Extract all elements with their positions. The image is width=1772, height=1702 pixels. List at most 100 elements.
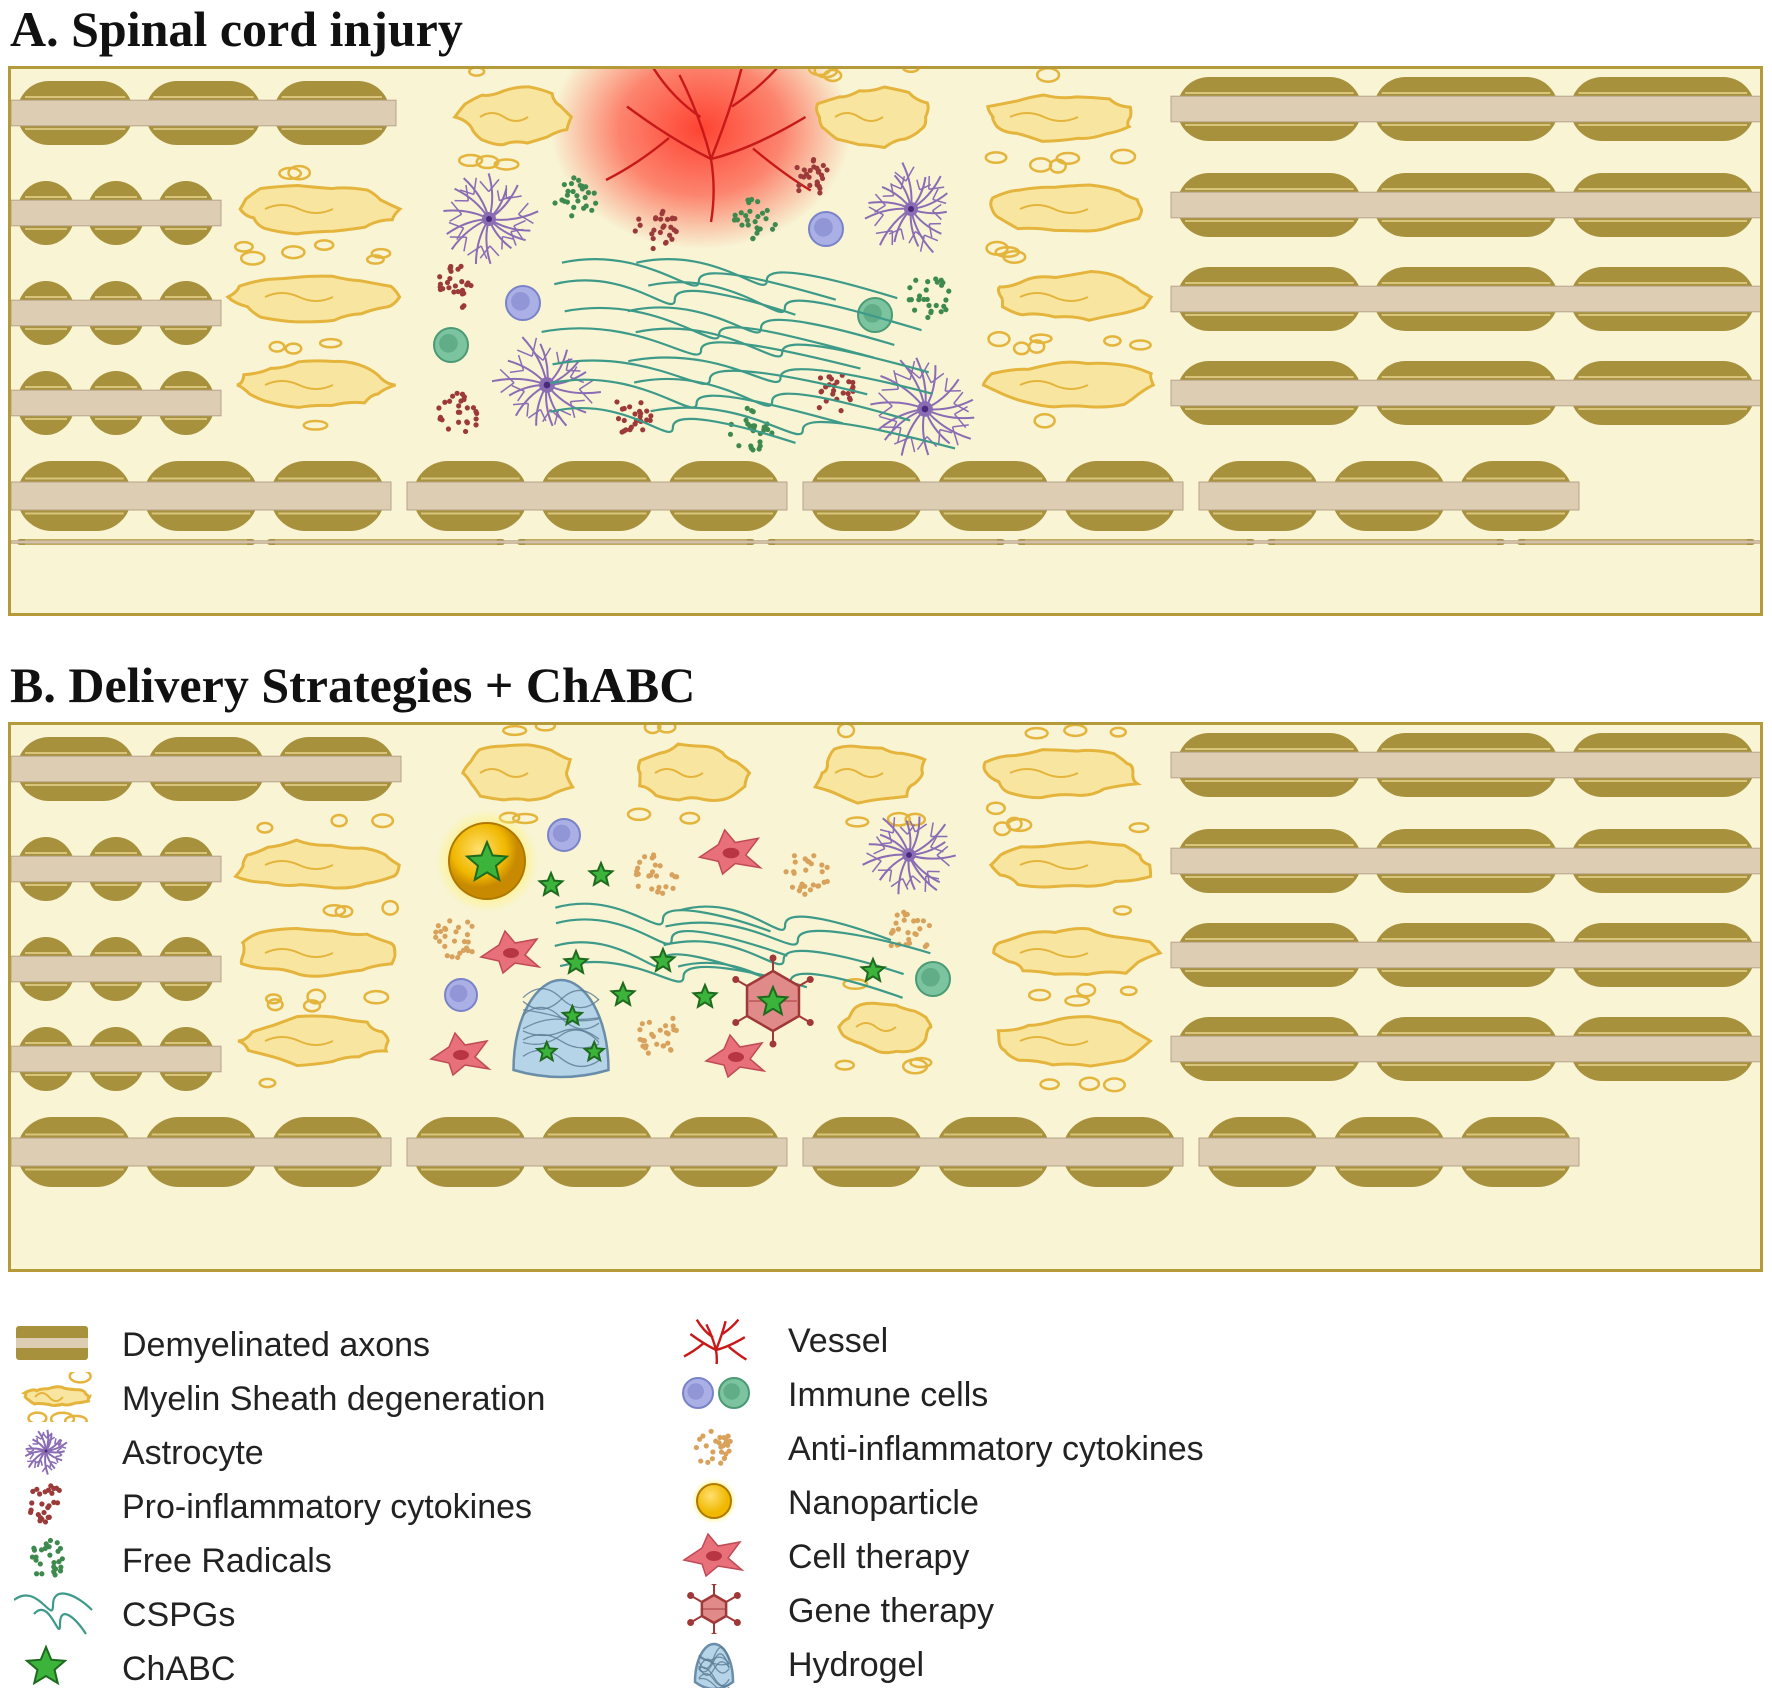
cspg-fiber — [555, 918, 788, 957]
legend-label: Pro-inflammatory cytokines — [122, 1488, 533, 1526]
immune-cell — [808, 211, 844, 247]
myelin-degeneration — [233, 164, 403, 253]
axon-core — [16, 1338, 88, 1348]
gene-therapy-with-chabc — [732, 954, 814, 1048]
myelin-degeneration — [225, 245, 402, 324]
demyelinated-axon — [802, 461, 1184, 531]
legend-label: Nanoparticle — [788, 1484, 979, 1522]
cspg-fiber — [650, 406, 956, 450]
cspg-fiber — [665, 921, 931, 955]
pro-inflammatory-dots — [816, 372, 856, 414]
demyelinated-axon — [1198, 1117, 1580, 1187]
free-radical-dots — [731, 196, 778, 242]
cspg-fiber — [627, 306, 895, 346]
myelin-degeneration — [460, 725, 575, 825]
anti-inflammatory-dots — [633, 852, 680, 896]
myelin-degeneration — [985, 157, 1144, 258]
myelin-degeneration — [981, 339, 1156, 429]
myelin-degeneration — [239, 904, 397, 1005]
hydrogel — [693, 1642, 735, 1688]
legend-label: ChABC — [122, 1650, 236, 1688]
chabc-star — [587, 860, 615, 887]
anti-inflammatory-dots — [433, 918, 475, 961]
vessel-icon — [683, 1318, 748, 1364]
legend-label: Immune cells — [788, 1376, 989, 1414]
myelin-degeneration-icon — [20, 1372, 92, 1422]
immune-cell — [433, 327, 469, 363]
free-radical-dots — [727, 405, 775, 453]
vessel-branches — [683, 1318, 748, 1364]
panel-b-illustration — [11, 725, 1760, 1187]
demyelinated-axon — [11, 1117, 392, 1187]
cell-therapy — [479, 929, 542, 975]
myelin-degeneration — [452, 69, 574, 171]
chabc-star — [649, 946, 677, 973]
panel-b-delivery-strategies — [8, 722, 1763, 1272]
myelin-degeneration — [20, 1372, 92, 1422]
astrocyte-icon — [24, 1429, 68, 1475]
immune-cell — [505, 285, 541, 321]
legend-label: CSPGs — [122, 1596, 236, 1634]
demyelinated-axon — [1170, 923, 1760, 987]
demyelinated-axon — [1170, 77, 1760, 141]
star-icon — [24, 1644, 68, 1686]
demyelinated-axon — [11, 461, 392, 531]
legend-label: Astrocyte — [122, 1434, 264, 1472]
panel-a-illustration — [11, 69, 1760, 545]
astrocyte — [24, 1429, 68, 1475]
chabc-star — [859, 956, 887, 983]
myelin-degeneration — [982, 725, 1143, 816]
cell-therapy-icon — [682, 1532, 745, 1578]
dot-cluster — [29, 1537, 65, 1578]
chabc-star — [537, 870, 565, 897]
myelin-degeneration — [987, 249, 1154, 348]
astrocyte — [864, 162, 948, 254]
myelin-degeneration — [812, 725, 927, 828]
cspg-fiber — [663, 940, 904, 976]
immune-cell — [857, 297, 893, 333]
demyelinated-axon — [11, 81, 397, 145]
pro-inflammatory-dots — [794, 156, 830, 196]
myelin-degeneration — [233, 813, 401, 916]
panel-a-title: A. Spinal cord injury — [10, 1, 463, 57]
myelin-degeneration — [984, 69, 1137, 165]
immune-cell — [547, 818, 581, 852]
demyelinated-axon — [11, 737, 402, 801]
chabc-star — [756, 984, 790, 1017]
demyelinated-axon — [11, 281, 222, 345]
legend-label: Free Radicals — [122, 1542, 332, 1580]
legend-label: Hydrogel — [788, 1646, 925, 1684]
chabc-star — [560, 1003, 585, 1027]
immune-cell — [682, 1377, 714, 1409]
astrocyte — [491, 336, 602, 427]
dot-cluster — [27, 1483, 62, 1525]
anti-inflammatory-dots — [637, 1015, 679, 1056]
legend-label: Vessel — [788, 1322, 889, 1360]
cspg-fiber — [678, 905, 892, 942]
pro-inflammatory-dots-icon — [27, 1483, 62, 1525]
cspg-fiber — [561, 258, 837, 301]
demyelinated-axon — [1170, 267, 1760, 331]
cspg-fiber-icon — [14, 1592, 93, 1635]
cspg-fiber — [628, 356, 934, 395]
free-radical-dots — [552, 175, 599, 219]
cspg-fiber — [636, 258, 898, 300]
free-radical-dots — [906, 276, 952, 321]
chabc-star — [582, 1039, 607, 1063]
chabc-star — [534, 1039, 559, 1063]
legend-label: Anti-inflammatory cytokines — [788, 1430, 1204, 1468]
myelin-degeneration — [807, 69, 930, 150]
nanoparticle — [691, 1478, 737, 1524]
cspg-fiber — [550, 378, 844, 425]
demyelinated-axon — [11, 837, 222, 901]
immune-cell — [915, 961, 951, 997]
cspg-fiber — [549, 406, 796, 445]
legend-label: Cell therapy — [788, 1538, 970, 1576]
chabc-star — [562, 948, 590, 975]
cell-therapy — [429, 1031, 492, 1077]
demyelinated-axon — [11, 937, 222, 1001]
cell-therapy — [704, 1033, 767, 1079]
cell-therapy — [682, 1532, 745, 1578]
cspg-fiber — [14, 1592, 93, 1612]
free-radical-dots-icon — [29, 1537, 65, 1578]
